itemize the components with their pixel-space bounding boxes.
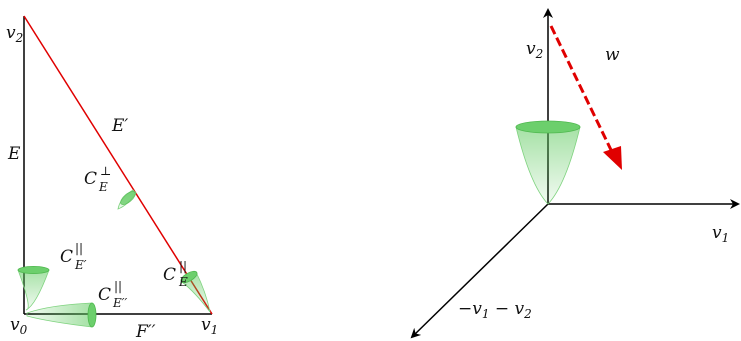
svg-text:||: ||: [114, 279, 122, 293]
axis-neg-v1-v2: [410, 203, 549, 339]
svg-text:E′′: E′′: [112, 296, 127, 310]
label-v0: v0: [10, 315, 28, 337]
svg-text:⊥: ⊥: [100, 164, 111, 178]
right-diagram: v2 v1 w −v1 − v2: [410, 8, 740, 339]
svg-text:||: ||: [179, 259, 187, 273]
svg-text:E: E: [98, 180, 108, 194]
svg-text:E: E: [178, 275, 188, 289]
svg-text:C: C: [98, 285, 111, 305]
label-neg-v1-v2: −v1 − v2: [458, 299, 532, 321]
cone-origin: [515, 120, 581, 205]
label-v2-left: v2: [6, 23, 23, 45]
edge-E-prime: [23, 15, 213, 315]
cone-C-E-par: [180, 270, 211, 313]
svg-text:C: C: [60, 247, 73, 267]
svg-text:C: C: [84, 169, 97, 189]
label-C-E-perp: C ⊥ E: [84, 164, 111, 194]
label-C-E-par: C || E: [163, 259, 188, 289]
label-F-double-prime: F′′: [135, 322, 156, 341]
label-v2-right: v2: [526, 39, 543, 61]
label-w: w: [605, 45, 620, 65]
cone-C-E-perp: [117, 189, 137, 210]
svg-text:E′: E′: [74, 258, 87, 272]
label-v1-right: v1: [712, 223, 729, 245]
label-C-E-prime-par: C || E′: [60, 241, 87, 272]
cone-C-E-prime-par: [17, 265, 50, 311]
label-C-E-double-prime-par: C || E′′: [98, 279, 127, 310]
vector-w: [549, 25, 622, 170]
left-diagram: v2 v0 v1 E E′ F′′ C ⊥ E C || E′ C || E′′…: [6, 15, 218, 341]
label-E-prime: E′: [111, 116, 128, 136]
svg-text:C: C: [163, 265, 176, 285]
label-v1-left: v1: [201, 315, 218, 337]
svg-text:||: ||: [75, 241, 83, 255]
label-E: E: [7, 144, 21, 164]
cone-C-E-double-prime-par: [26, 302, 97, 328]
